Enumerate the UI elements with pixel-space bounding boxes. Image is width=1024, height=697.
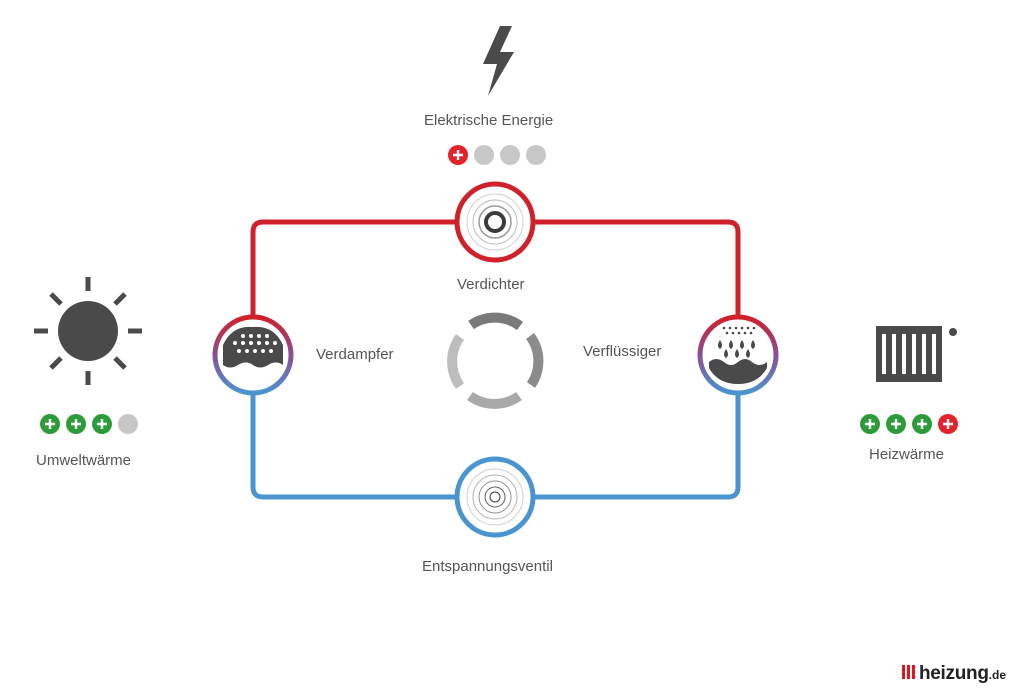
empty-rating-dot	[118, 414, 138, 434]
sun-icon	[34, 277, 142, 385]
label-electric-energy: Elektrische Energie	[424, 112, 554, 129]
logo-bars-icon	[901, 665, 915, 679]
empty-rating-dot	[500, 145, 520, 165]
condenser-icon	[709, 326, 767, 384]
label-ambient-heat: Umweltwärme	[36, 452, 132, 469]
empty-rating-dot	[526, 145, 546, 165]
logo-tld: .de	[988, 668, 1006, 682]
lightning-icon	[483, 26, 514, 96]
condenser-node	[697, 314, 779, 396]
plus-icon	[943, 419, 953, 429]
ambient-heat-rating	[40, 414, 138, 434]
label-evaporator: Verdampfer	[316, 346, 394, 363]
logo-name: heizung	[918, 663, 989, 684]
plus-icon	[917, 419, 927, 429]
plus-icon	[45, 419, 55, 429]
compressor-icon	[466, 193, 524, 251]
expansion-valve-node	[454, 456, 536, 538]
empty-rating-dot	[474, 145, 494, 165]
label-heating-heat: Heizwärme	[869, 446, 945, 463]
radiator-icon	[876, 326, 957, 382]
plus-icon	[97, 419, 107, 429]
evaporator-icon	[223, 326, 283, 368]
evaporator-node	[212, 314, 294, 396]
cycle-arrows-icon	[447, 312, 544, 409]
heating-heat-rating	[860, 414, 958, 434]
label-expansion-valve: Entspannungsventil	[422, 558, 553, 575]
label-condenser: Verflüssiger	[583, 343, 662, 360]
heizung-de-logo: heizung .de	[901, 663, 1006, 685]
plus-icon	[891, 419, 901, 429]
label-compressor: Verdichter	[457, 276, 525, 293]
plus-icon	[865, 419, 875, 429]
compressor-node	[454, 181, 536, 263]
plus-icon	[71, 419, 81, 429]
expansion-valve-icon	[466, 468, 524, 526]
plus-icon	[453, 150, 463, 160]
electric-energy-rating	[448, 145, 546, 165]
